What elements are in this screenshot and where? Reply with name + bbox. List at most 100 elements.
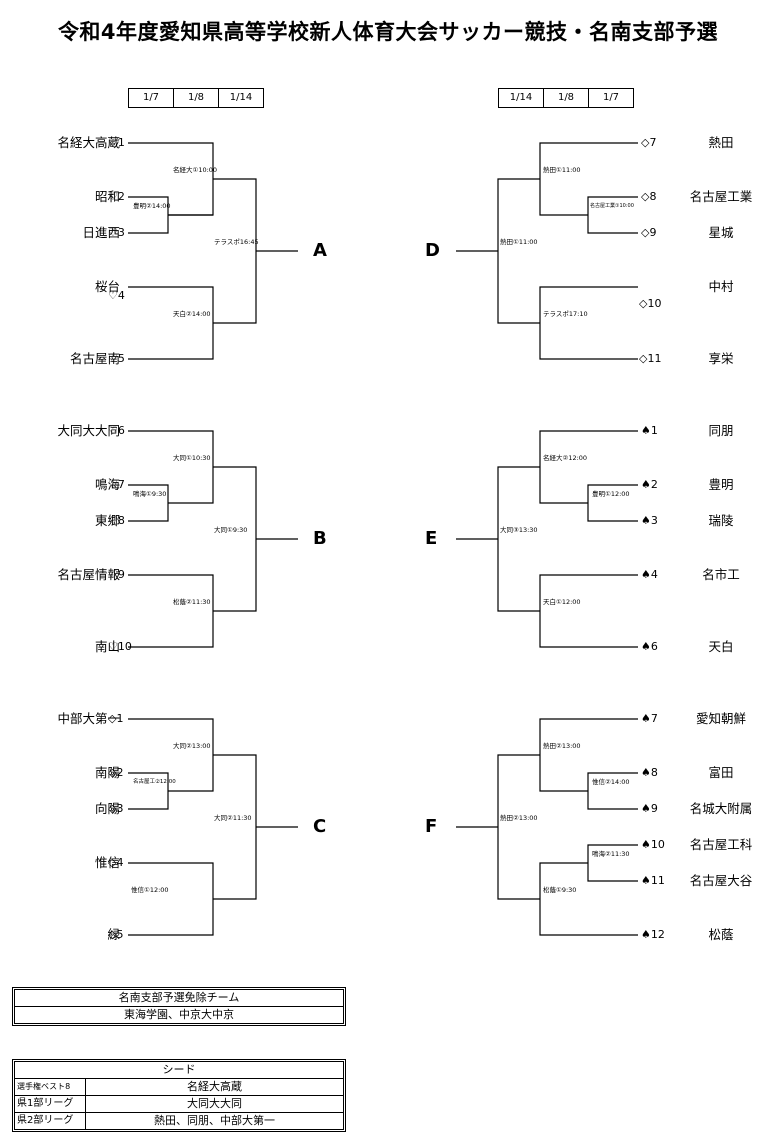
team-number: ◇3 xyxy=(108,802,124,815)
team-name: 富田 xyxy=(708,765,734,780)
team-number: ◇8 xyxy=(641,190,657,203)
team-number: ◇1 xyxy=(108,712,124,725)
team-number: ◇9 xyxy=(641,226,657,239)
match-note: 大同①10:30 xyxy=(173,454,211,462)
team-number: ♡5 xyxy=(108,352,125,365)
team-number: ♠10 xyxy=(641,838,665,851)
team-name: 名古屋大谷 xyxy=(689,873,753,888)
team-number: ◇11 xyxy=(639,352,662,365)
seed-value: 名経大高蔵 xyxy=(187,1080,242,1093)
date-label: 1/14 xyxy=(218,89,263,107)
team-name: 名市工 xyxy=(702,567,740,582)
seed-box: シード 選手権ベスト8 名経大高蔵 県1部リーグ 大同大大同 県2部リーグ 熱田… xyxy=(12,1059,346,1132)
team-name: 東郷 xyxy=(94,513,120,528)
match-note: 名経大②12:00 xyxy=(543,454,588,462)
date-label: 1/8 xyxy=(173,89,218,107)
match-note: 豊明②14:00 xyxy=(133,202,171,210)
team-name: 豊明 xyxy=(708,477,734,492)
team-name: 南山 xyxy=(94,639,120,654)
team-name: 惟信 xyxy=(94,855,120,870)
block-label: D xyxy=(425,240,440,261)
team-number: ◇10 xyxy=(639,297,662,310)
team-number: ♠9 xyxy=(641,802,658,815)
match-note: 鳴海①9:30 xyxy=(133,490,167,498)
seed-heading: シード xyxy=(15,1062,343,1079)
team-number: ♠6 xyxy=(641,640,658,653)
team-name: 緑 xyxy=(107,927,120,942)
date-label: 1/14 xyxy=(509,92,533,103)
team-number: ◇2 xyxy=(108,766,124,779)
team-number: ♡10 xyxy=(108,640,132,653)
match-note: 大同①9:30 xyxy=(214,526,248,534)
team-name: 昭和 xyxy=(94,189,120,204)
team-number: ◇5 xyxy=(108,928,124,941)
block-label: C xyxy=(313,816,327,837)
match-note: 熱田①11:00 xyxy=(500,238,538,246)
match-note: 名経大①10:00 xyxy=(173,166,218,174)
team-number: ♡8 xyxy=(108,514,125,527)
team-name: 中部大第一 xyxy=(57,711,120,726)
date-label: 1/8 xyxy=(543,89,588,107)
team-name: 鳴海 xyxy=(94,477,120,492)
exempt-teams-text: 東海学園、中京大中京 xyxy=(124,1008,234,1021)
match-note: 大同②11:30 xyxy=(214,814,252,822)
team-number: ♡7 xyxy=(108,478,125,491)
match-note: 惟信②14:00 xyxy=(592,778,630,786)
seed-row: 県1部リーグ 大同大大同 xyxy=(15,1096,343,1113)
team-number: ◇4 xyxy=(108,856,124,869)
team-name: 享栄 xyxy=(708,351,734,366)
date-header-left: 1/7 1/8 1/14 xyxy=(128,88,264,108)
team-number: ♡2 xyxy=(108,190,125,203)
team-name: 南陽 xyxy=(94,765,120,780)
team-name: 日進西 xyxy=(82,225,120,240)
page-title: 令和4年度愛知県高等学校新人体育大会サッカー競技・名南支部予選 xyxy=(57,20,719,44)
seed-heading-text: シード xyxy=(162,1063,196,1076)
team-name: 名古屋工業 xyxy=(689,189,753,204)
team-name: 名古屋情報 xyxy=(57,567,120,582)
team-name: 天白 xyxy=(708,639,734,654)
team-number: ♠4 xyxy=(641,568,658,581)
date-label: 1/7 xyxy=(142,92,160,103)
team-number: ♡4 xyxy=(108,289,125,302)
seed-key: 県1部リーグ xyxy=(15,1096,86,1112)
team-name: 同朋 xyxy=(708,423,734,438)
exempt-teams-box: 名南支部予選免除チーム 東海学園、中京大中京 xyxy=(12,987,346,1026)
team-name: 向陽 xyxy=(94,801,120,816)
block-label: B xyxy=(313,528,327,549)
match-note: 豊明①12:00 xyxy=(592,490,630,498)
team-name: 名経大高蔵 xyxy=(57,135,120,150)
match-note: 松蔭②11:30 xyxy=(173,598,211,606)
team-name: 松蔭 xyxy=(708,927,734,942)
match-note: テラスポ16:45 xyxy=(214,238,259,246)
block-label: F xyxy=(425,816,438,837)
team-number: ♡1 xyxy=(108,136,125,149)
team-number: ♡3 xyxy=(108,226,125,239)
date-label: 1/7 xyxy=(588,89,633,107)
team-number: ♡6 xyxy=(108,424,125,437)
match-note: 大同②13:00 xyxy=(173,742,211,750)
team-name: 愛知朝鮮 xyxy=(695,711,746,726)
seed-row: 県2部リーグ 熱田、同朋、中部大第一 xyxy=(15,1113,343,1129)
team-number: ♠3 xyxy=(641,514,658,527)
seed-value: 熱田、同朋、中部大第一 xyxy=(154,1114,275,1127)
team-number: ♠1 xyxy=(641,424,658,437)
match-note: テラスポ17:10 xyxy=(543,310,588,318)
exempt-heading: 名南支部予選免除チーム xyxy=(15,990,343,1007)
team-number: ♠11 xyxy=(641,874,665,887)
team-name: 名古屋南 xyxy=(69,351,120,366)
exempt-heading-text: 名南支部予選免除チーム xyxy=(118,991,240,1004)
team-name: 桜台 xyxy=(94,279,120,294)
team-number: ♡9 xyxy=(108,568,125,581)
seed-row: 選手権ベスト8 名経大高蔵 xyxy=(15,1079,343,1096)
match-note: 熱田②13:00 xyxy=(543,742,581,750)
match-note: 鳴海②11:30 xyxy=(592,850,630,858)
match-note: 熱田①11:00 xyxy=(543,166,581,174)
team-name: 瑞陵 xyxy=(708,513,734,528)
match-note: 天白②14:00 xyxy=(173,310,211,318)
block-label: A xyxy=(313,240,327,261)
team-number: ♠2 xyxy=(641,478,658,491)
seed-key: 県2部リーグ xyxy=(15,1113,86,1129)
team-number: ♠12 xyxy=(641,928,665,941)
match-note: 熱田②13:00 xyxy=(500,814,538,822)
